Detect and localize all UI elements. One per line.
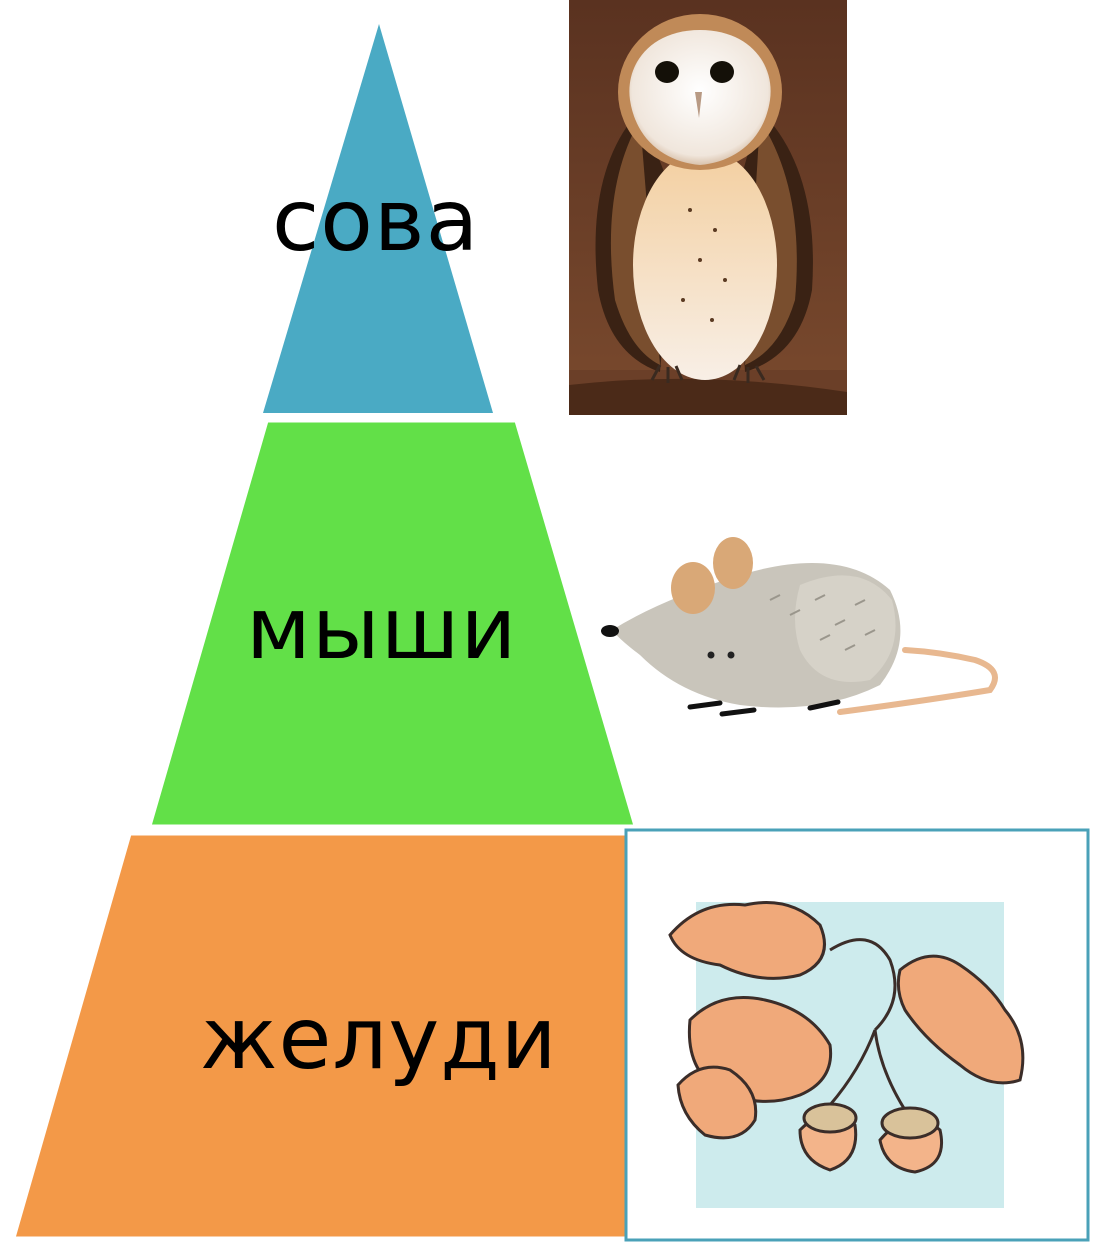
oak-leaves-acorns-clipart <box>626 830 1088 1240</box>
tier-middle-label: мыши <box>246 586 517 672</box>
mouse-clipart <box>601 537 995 714</box>
tier-top-label: сова <box>272 178 479 264</box>
owl-photo <box>569 0 847 415</box>
tier-bottom-label: желуди <box>200 996 558 1082</box>
